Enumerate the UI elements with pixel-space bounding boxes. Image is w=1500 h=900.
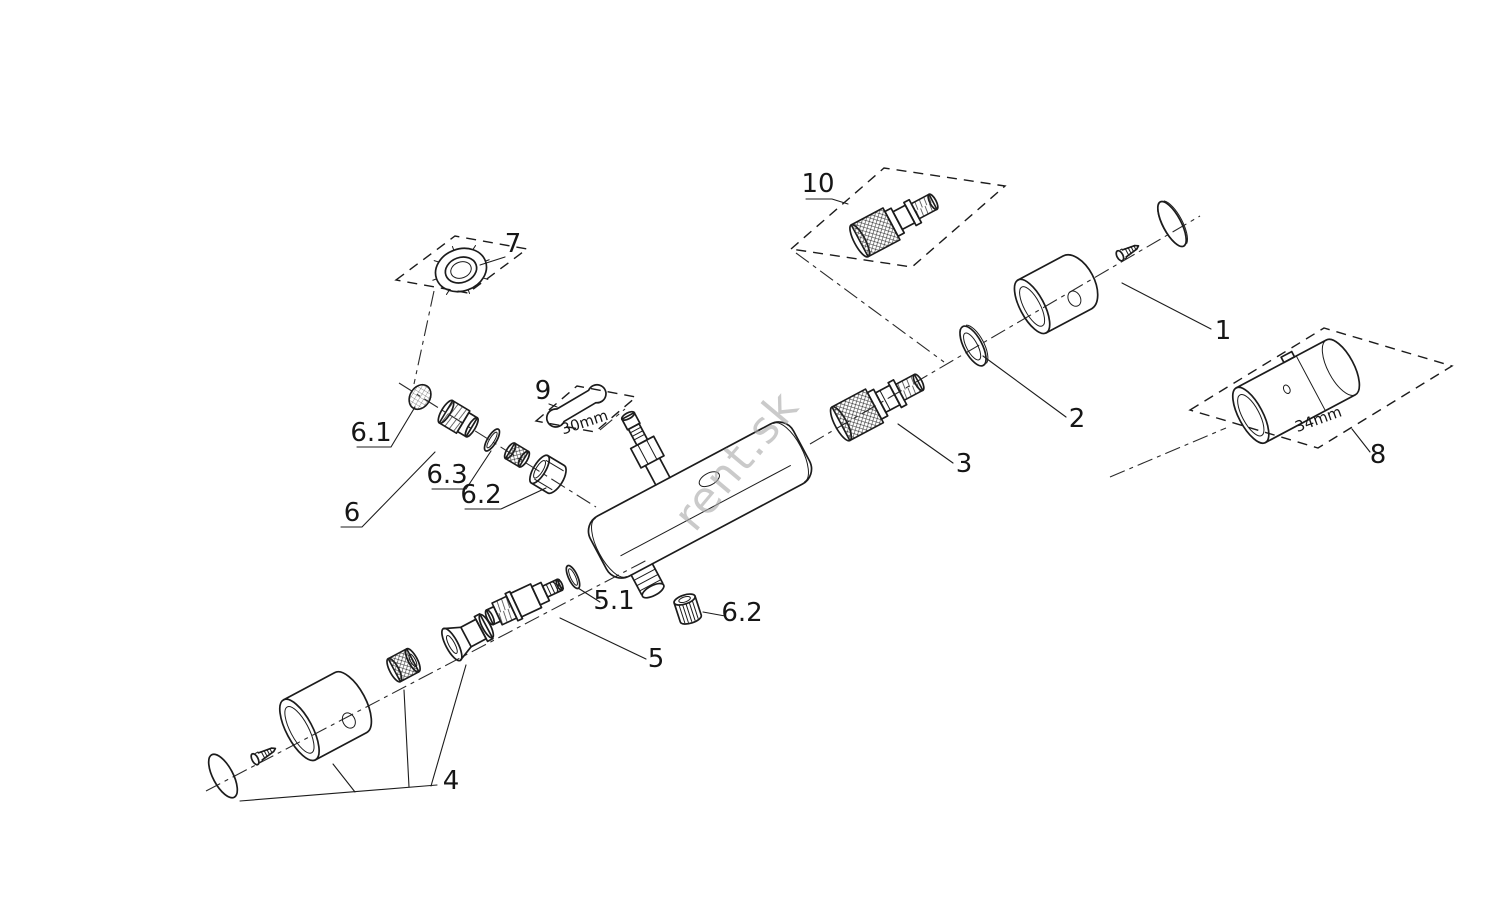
callout-7: 7	[505, 229, 522, 259]
callout-6: 6	[344, 498, 361, 528]
callout-1: 1	[1215, 316, 1232, 346]
wall-housing-part-1	[1013, 253, 1099, 335]
callout-8: 8	[1370, 440, 1387, 470]
size-label-30mm: 30mm	[559, 406, 611, 438]
cap-part-4	[207, 753, 239, 799]
screw-part-4	[250, 747, 277, 766]
threaded-adapter-part-6	[437, 399, 479, 438]
callout-2: 2	[1069, 404, 1086, 434]
frame-part-9	[534, 385, 638, 433]
callout-6-3: 6.3	[426, 460, 467, 490]
check-valve-part-10	[849, 193, 939, 258]
screw-part-1	[1115, 244, 1140, 262]
callout-labels: 7 9 10 1 2 3 8 6 6.1 6.3 6.2 5.1 5 6.2 4…	[344, 169, 1387, 796]
o-ring-part-5-1	[565, 564, 581, 590]
size-label-34mm: 34mm	[1293, 403, 1345, 436]
callout-4: 4	[443, 766, 460, 796]
handle-housing-part-4	[278, 670, 373, 762]
handle-part-8	[1231, 338, 1361, 445]
o-ring-part-6-3	[483, 428, 501, 452]
callout-3: 3	[956, 449, 973, 479]
watermark: rent.sk	[664, 381, 810, 541]
cartridge-part-5	[484, 578, 565, 626]
inlet-filter-part-6-1	[408, 383, 432, 411]
cover-cap-part-1	[1156, 200, 1188, 248]
callout-10: 10	[801, 169, 834, 199]
wrench-part-9	[545, 383, 607, 428]
cone-adapter-part-4	[441, 612, 495, 662]
union-nut-part-7	[432, 245, 490, 295]
knurled-adapter-part-4	[386, 647, 421, 683]
callout-9: 9	[535, 376, 552, 406]
callout-6-2: 6.2	[460, 480, 501, 510]
cap-nut-part-6-2-lower	[673, 593, 703, 625]
frame-part-10	[789, 167, 1007, 268]
knurled-insert-part-6	[503, 442, 531, 468]
check-valve-part-3	[829, 373, 925, 442]
leader-lines	[239, 198, 1371, 802]
thermostat-body	[587, 410, 813, 599]
mounting-ring-part-2	[959, 324, 989, 367]
cap-nut-part-6-2	[529, 454, 567, 495]
callout-6-2b: 6.2	[721, 598, 762, 628]
callout-6-1: 6.1	[350, 418, 391, 448]
callout-5-1: 5.1	[593, 586, 634, 616]
callout-5: 5	[648, 644, 665, 674]
frame-part-8	[1188, 327, 1454, 449]
